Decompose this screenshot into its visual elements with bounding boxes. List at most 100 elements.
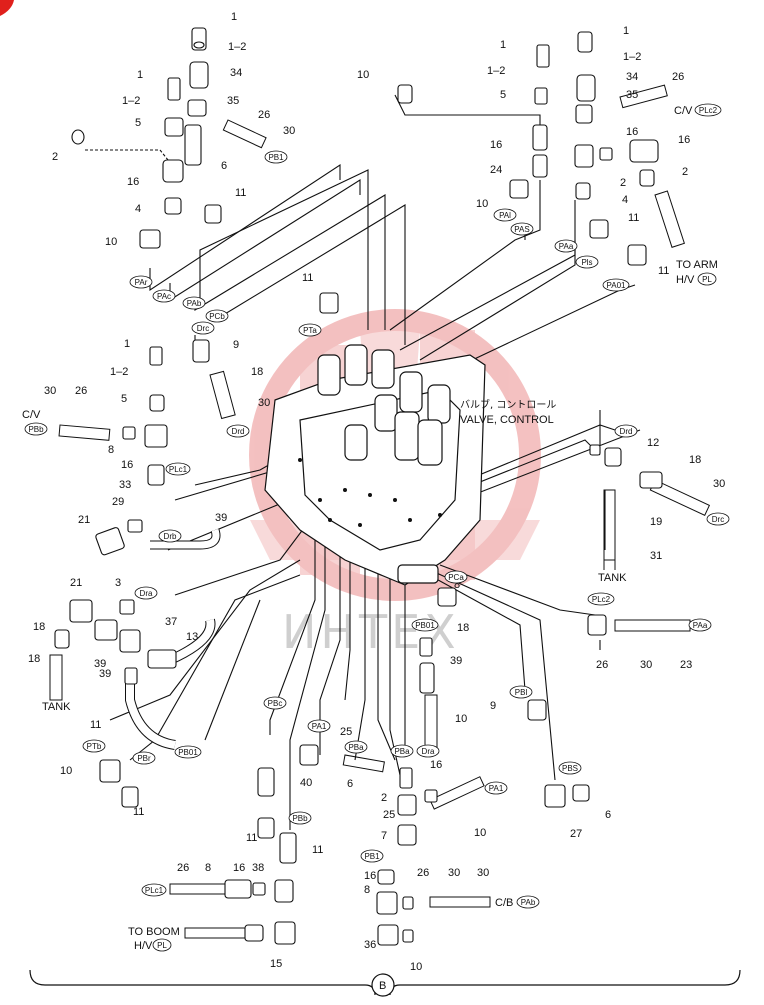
hose-paa-right [614, 619, 691, 632]
callout: 24 [490, 164, 502, 176]
callout: 35 [227, 95, 239, 107]
corner-mark [0, 0, 14, 16]
port-label-text: PB1 PAr PAc PAb PCb PAl PAS PAa Pls PA01… [28, 106, 724, 950]
port-label: PAa [559, 242, 574, 251]
port-label: PB01 [415, 621, 435, 630]
callout: 10 [60, 765, 72, 777]
port-label: PA1 [312, 722, 327, 731]
callout: 1–2 [487, 65, 505, 77]
annotations: C/V TO ARM H/V C/V バルブ, コントロール VALVE, CO… [22, 105, 718, 992]
port-label: PLc1 [169, 465, 188, 474]
callout: 37 [165, 616, 177, 628]
callout: 16 [364, 870, 376, 882]
callout: 21 [78, 514, 90, 526]
port-label: PBa [394, 747, 410, 756]
callout: 1 [124, 338, 130, 350]
callout: 2 [620, 177, 626, 189]
callout: 11 [312, 844, 323, 856]
callout: 18 [28, 653, 40, 665]
cv-right-label: C/V [674, 105, 693, 117]
port-label: PL [702, 275, 712, 284]
callout: 2 [52, 151, 58, 163]
callout-numbers: 1 1–2 34 1 1–2 35 5 26 30 2 6 16 11 4 10… [28, 11, 725, 973]
callout: 11 [302, 272, 313, 284]
port-labels [24, 103, 730, 952]
port-label: PCb [209, 312, 225, 321]
callout: 31 [650, 550, 662, 562]
callout: 15 [270, 958, 282, 970]
callout: 1 [623, 25, 629, 37]
callout: 13 [186, 631, 198, 643]
port-label: PAb [521, 898, 536, 907]
tank-right-label: TANK [598, 572, 627, 584]
callout: 8 [364, 884, 370, 896]
callout: 21 [70, 577, 82, 589]
view-marker-b: B [379, 980, 386, 992]
port-label: PAl [499, 211, 511, 220]
callout: 26 [177, 862, 189, 874]
callout: 36 [364, 939, 376, 951]
callout: 30 [477, 867, 489, 879]
hose-upper-right [619, 84, 668, 109]
callout: 18 [457, 622, 469, 634]
callout: 34 [230, 67, 242, 79]
port-label: PBb [292, 814, 308, 823]
bottom-brace [29, 969, 741, 997]
callout: 26 [672, 71, 684, 83]
port-label: PLc1 [145, 886, 164, 895]
callout: 16 [490, 139, 502, 151]
callout: 1 [137, 69, 143, 81]
port-label: PAc [157, 292, 171, 301]
callout: 5 [500, 89, 506, 101]
port-label: PBr [137, 754, 151, 763]
hose-39-lower [424, 694, 438, 751]
callout: 25 [383, 809, 395, 821]
port-label: Dra [422, 747, 435, 756]
callout: 11 [235, 187, 246, 199]
callout: 6 [605, 809, 611, 821]
callout: 30 [448, 867, 460, 879]
callout: 8 [108, 444, 114, 456]
callout: 10 [474, 827, 486, 839]
fittings [54, 27, 663, 946]
hose-plc1 [169, 883, 226, 895]
port-label: PLc2 [592, 595, 611, 604]
port-label: Drc [712, 515, 724, 524]
callout: 29 [112, 496, 124, 508]
callout: 12 [647, 437, 659, 449]
port-label: PL [157, 941, 167, 950]
callout: 38 [252, 862, 264, 874]
callout: 11 [628, 212, 639, 224]
callout: 18 [251, 366, 263, 378]
callout: 16 [626, 126, 638, 138]
callout: 3 [115, 577, 121, 589]
port-label: PB1 [364, 852, 380, 861]
port-label: PAS [514, 225, 529, 234]
hose-25-upper [342, 754, 385, 773]
port-label: PBa [348, 743, 364, 752]
callout: 6 [221, 160, 227, 172]
port-label: PAr [135, 278, 148, 287]
callout: 1–2 [122, 95, 140, 107]
hose-cv-left [58, 424, 111, 441]
port-label: PBS [562, 764, 578, 773]
callout: 16 [233, 862, 245, 874]
callout: 4 [622, 194, 628, 206]
callout: 16 [430, 759, 442, 771]
callout: 30 [44, 385, 56, 397]
port-label: PB01 [178, 748, 198, 757]
callout: 1 [231, 11, 237, 23]
port-label: Drd [620, 427, 633, 436]
port-label: PA01 [607, 281, 627, 290]
cb-label: C/B [495, 897, 513, 909]
callout: 6 [347, 778, 353, 790]
callout: 1–2 [228, 41, 246, 53]
port-label: Drb [164, 532, 177, 541]
callout: 10 [455, 713, 467, 725]
callout: 11 [658, 265, 669, 277]
callout: 10 [410, 961, 422, 973]
callout: 11 [133, 806, 144, 818]
callout: 39 [215, 512, 227, 524]
port-label: PTa [303, 326, 317, 335]
to-arm-hv-label: H/V [676, 274, 695, 286]
